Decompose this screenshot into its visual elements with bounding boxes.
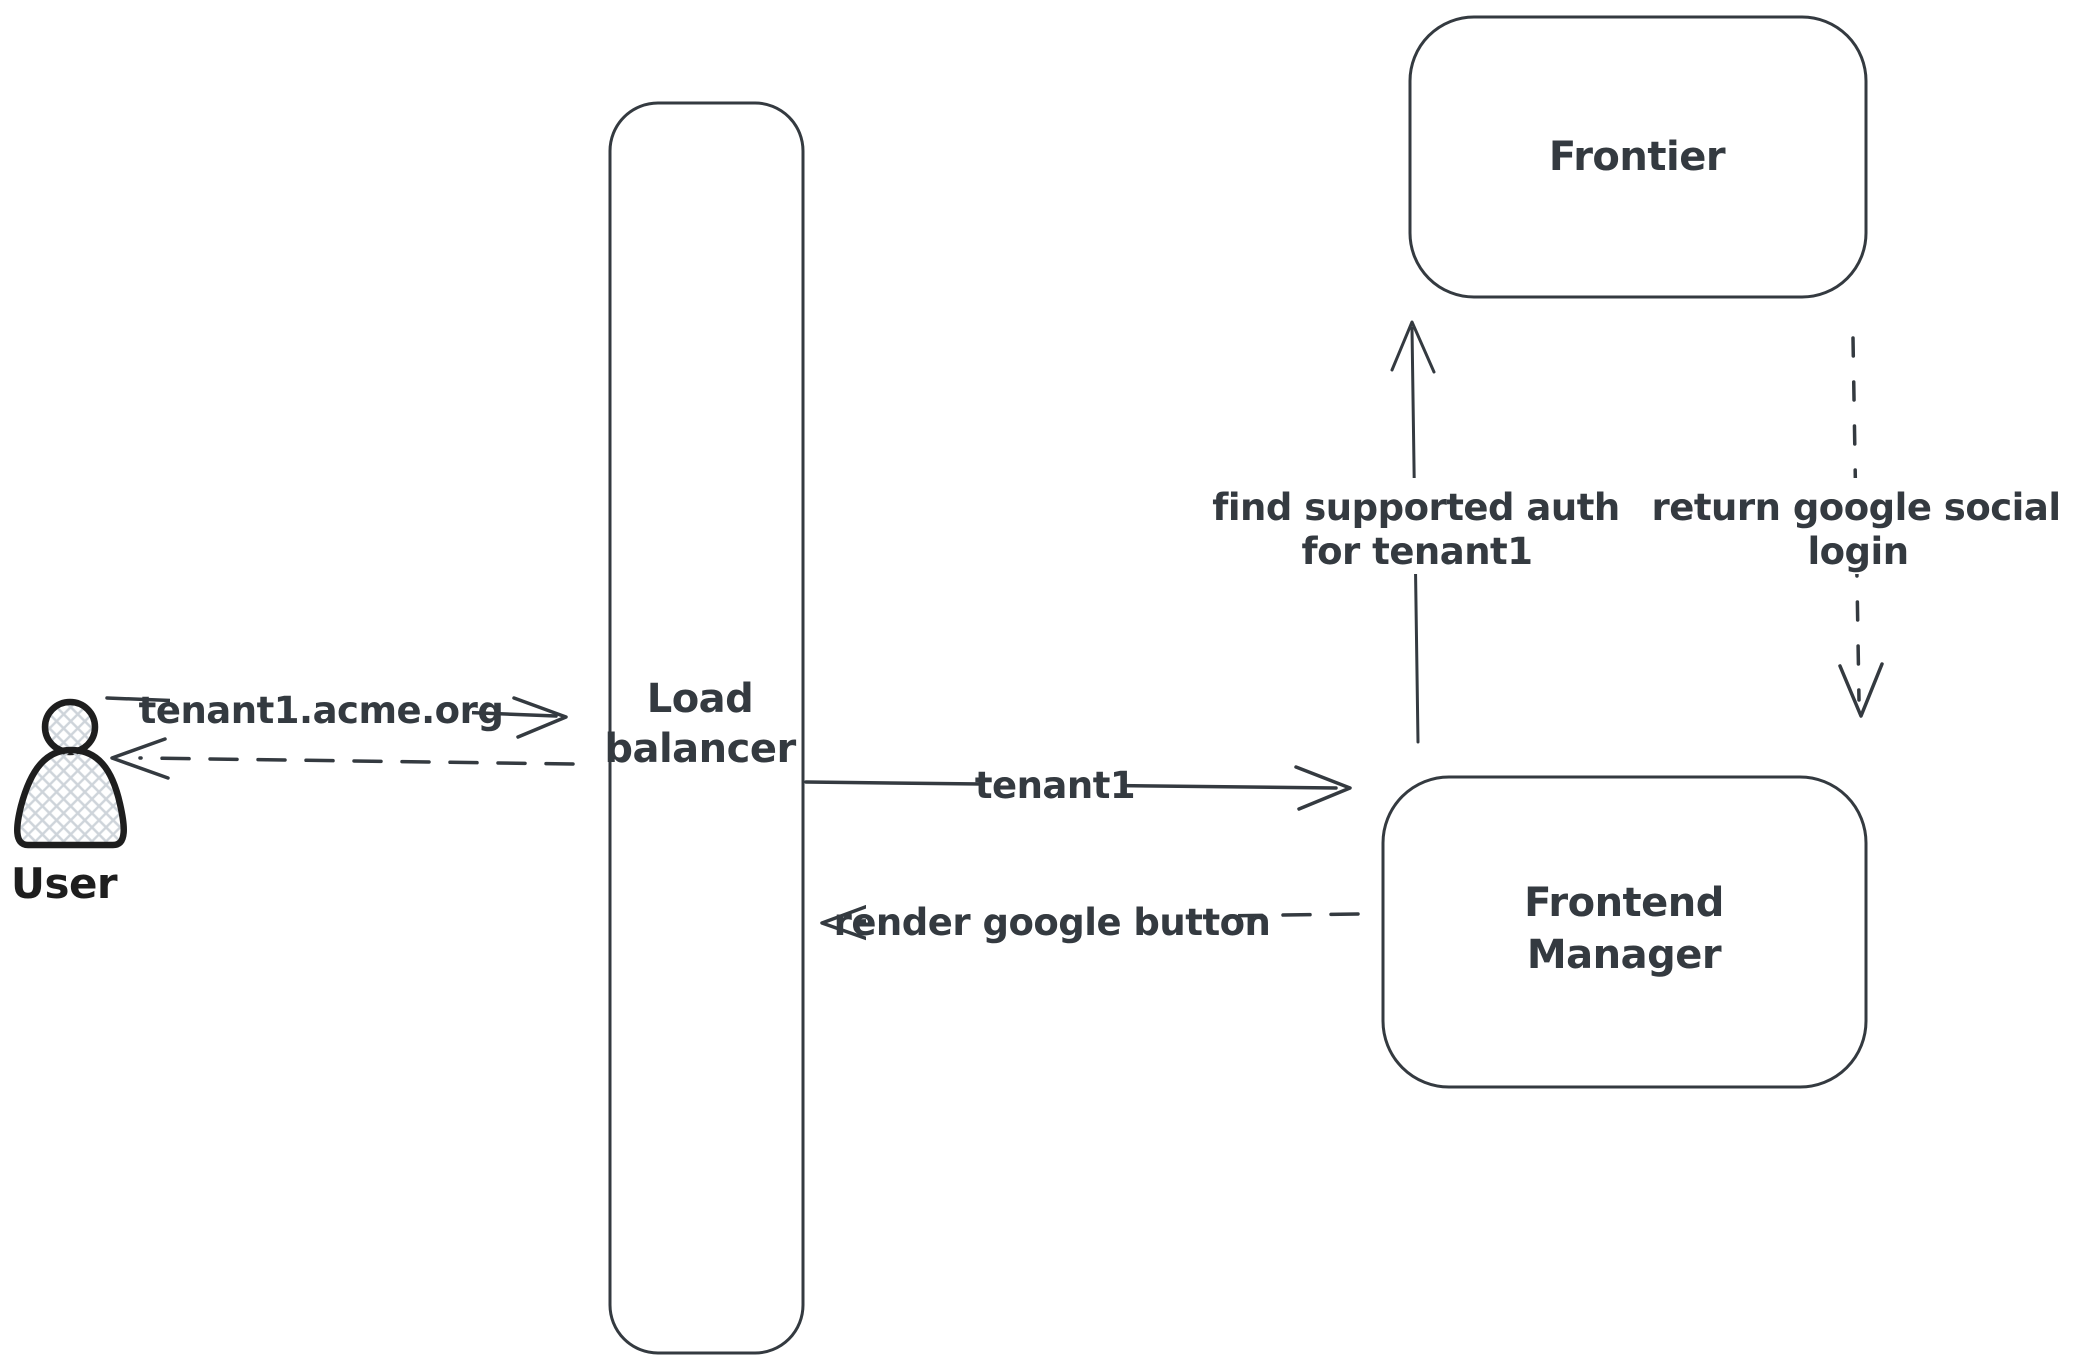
frontier-box: [1408, 15, 1868, 299]
frontend-manager-label-line1: Frontend: [1524, 880, 1724, 926]
arrow-load-balancer-to-user: [110, 737, 575, 780]
frontend-manager-label-line2: Manager: [1527, 932, 1722, 978]
arrowhead-left-icon: [110, 737, 170, 780]
edge-label-tenant1-acme-org: tenant1.acme.org: [139, 689, 504, 732]
load-balancer-label-line1: Load: [647, 676, 754, 722]
user-body: [14, 746, 127, 849]
arrowhead-down-icon: [1838, 662, 1884, 718]
edge-label-tenant1: tenant1: [975, 764, 1135, 807]
arrow-line: [138, 756, 575, 766]
load-balancer-label-line2: balancer: [604, 726, 796, 772]
label-backplate: [170, 680, 472, 736]
frontend-manager-box: [1381, 775, 1868, 1089]
load-balancer-box: [608, 101, 805, 1355]
label-backplate: [1212, 478, 1620, 574]
user-actor-icon: [14, 698, 127, 849]
label-backplate: [866, 888, 1238, 948]
arrowhead-right-icon: [1294, 765, 1352, 811]
frontier-label: Frontier: [1549, 134, 1726, 180]
arrowhead-right-icon: [512, 696, 568, 739]
edge-label-render-google-button: render google button: [834, 901, 1271, 944]
arrowhead-left-icon: [820, 901, 881, 945]
edge-label-return-google-social-line2: login: [1807, 530, 1908, 573]
diagram-labels: Load balancer Frontier Frontend Manager …: [11, 134, 2061, 978]
diagram-strokes: [105, 15, 2068, 1355]
user-label: User: [11, 859, 118, 908]
user-head: [41, 698, 99, 756]
edge-label-find-supported-auth-line2: for tenant1: [1301, 530, 1532, 573]
label-backplate: [1650, 478, 2068, 574]
label-backplate: [984, 762, 1126, 808]
arrowhead-up-icon: [1390, 320, 1436, 374]
edge-label-return-google-social-line1: return google social: [1651, 486, 2060, 529]
edge-label-find-supported-auth-line1: find supported auth: [1212, 486, 1619, 529]
